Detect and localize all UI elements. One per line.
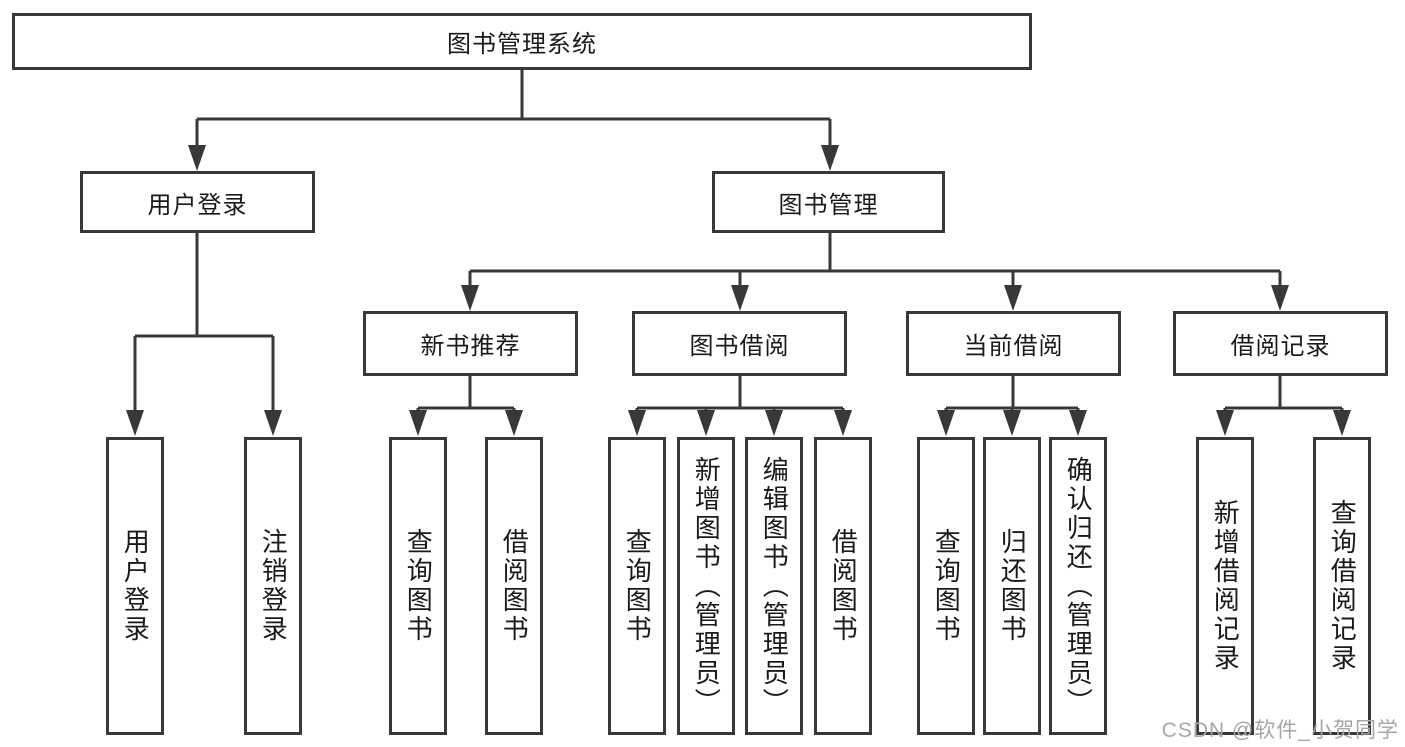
leaf-records-query-record: 查询借阅记录 [1313,437,1371,735]
node-new-book-recommend: 新书推荐 [363,311,578,376]
leaf-user-login-label: 用户登录 [120,528,151,644]
leaf-borrow-query-book-label: 查询图书 [622,528,653,644]
node-user-login: 用户登录 [80,171,315,233]
leaf-borrow-borrow-book-label: 借阅图书 [828,528,859,644]
node-borrow-records: 借阅记录 [1173,311,1388,376]
leaf-user-login: 用户登录 [106,437,164,735]
leaf-logout: 注销登录 [244,437,302,735]
node-root-system: 图书管理系统 [12,13,1032,70]
leaf-recommend-query-book: 查询图书 [389,437,447,735]
leaf-current-query-book-label: 查询图书 [931,528,962,644]
leaf-logout-label: 注销登录 [258,528,289,644]
leaf-recommend-borrow-book-label: 借阅图书 [499,528,530,644]
leaf-borrow-query-book: 查询图书 [608,437,666,735]
leaf-current-return-book-label: 归还图书 [997,528,1028,644]
node-book-borrow: 图书借阅 [632,311,847,376]
leaf-recommend-borrow-book: 借阅图书 [485,437,543,735]
node-book-management: 图书管理 [712,171,945,233]
leaf-records-query-record-label: 查询借阅记录 [1327,499,1358,673]
leaf-borrow-add-book-admin-label: 新增图书（管理员） [691,455,722,717]
leaf-current-return-book: 归还图书 [983,437,1041,735]
leaf-records-add-record: 新增借阅记录 [1196,437,1254,735]
node-current-borrow: 当前借阅 [906,311,1121,376]
leaf-current-query-book: 查询图书 [917,437,975,735]
leaf-borrow-edit-book-admin-label: 编辑图书（管理员） [759,455,790,717]
leaf-records-add-record-label: 新增借阅记录 [1210,499,1241,673]
leaf-recommend-query-book-label: 查询图书 [403,528,434,644]
leaf-borrow-edit-book-admin: 编辑图书（管理员） [745,437,803,735]
leaf-current-confirm-return-admin: 确认归还（管理员） [1049,437,1107,735]
leaf-borrow-borrow-book: 借阅图书 [814,437,872,735]
leaf-current-confirm-return-admin-label: 确认归还（管理员） [1063,455,1094,717]
csdn-watermark: CSDN @软件_小贺同学 [1161,719,1399,742]
leaf-borrow-add-book-admin: 新增图书（管理员） [677,437,735,735]
